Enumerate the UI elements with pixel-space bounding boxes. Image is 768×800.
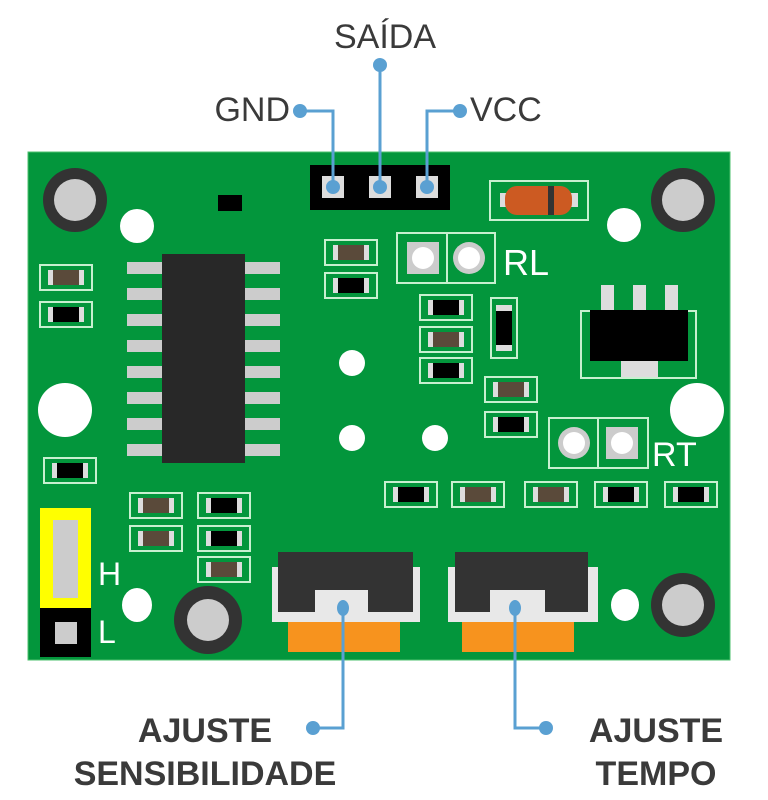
- smd-component: [419, 357, 473, 384]
- smd-component: [129, 525, 183, 552]
- l-label: L: [98, 614, 116, 650]
- mounting-hole: [651, 573, 715, 637]
- smd-component: [524, 481, 578, 508]
- time-label-line1: AJUSTE: [589, 712, 723, 750]
- smd-component: [39, 264, 93, 291]
- smd-component: [218, 195, 242, 211]
- smd-component: [419, 326, 473, 353]
- smd-component: [664, 481, 718, 508]
- rt-label: RT: [652, 436, 697, 474]
- time-trimmer[interactable]: [448, 552, 598, 652]
- diode: [489, 180, 589, 221]
- smd-component: [43, 457, 97, 484]
- callout-lines: [300, 65, 546, 730]
- smd-component: [490, 297, 518, 359]
- smd-component: [484, 411, 538, 438]
- ic-chip: [127, 254, 280, 463]
- jumper-h-l[interactable]: [40, 508, 91, 657]
- smd-component: [197, 556, 251, 583]
- via-holes: [38, 208, 724, 622]
- smd-component: [384, 481, 438, 508]
- smd-component: [197, 492, 251, 519]
- smd-component: [324, 272, 378, 299]
- smd-component: [39, 301, 93, 328]
- rt-pads: [548, 417, 649, 469]
- smd-component: [129, 492, 183, 519]
- gnd-label: GND: [214, 91, 290, 129]
- smd-components: [39, 239, 718, 583]
- mounting-hole: [651, 168, 715, 232]
- smd-component: [451, 481, 505, 508]
- smd-component: [594, 481, 648, 508]
- rl-label: RL: [503, 242, 549, 283]
- h-label: H: [98, 556, 121, 592]
- output-label: SAÍDA: [334, 18, 436, 56]
- sensitivity-label-line2: SENSIBILIDADE: [74, 755, 337, 793]
- sensitivity-label-line1: AJUSTE: [138, 712, 272, 750]
- rl-pads: [396, 232, 496, 284]
- smd-component: [324, 239, 378, 266]
- smd-component: [419, 294, 473, 321]
- voltage-regulator: [580, 285, 697, 379]
- smd-component: [197, 525, 251, 552]
- callout-dots: [293, 58, 553, 735]
- mounting-hole: [174, 586, 242, 654]
- time-label-line2: TEMPO: [596, 755, 717, 793]
- vcc-label: VCC: [470, 91, 542, 129]
- mounting-hole: [43, 168, 107, 232]
- smd-component: [484, 376, 538, 403]
